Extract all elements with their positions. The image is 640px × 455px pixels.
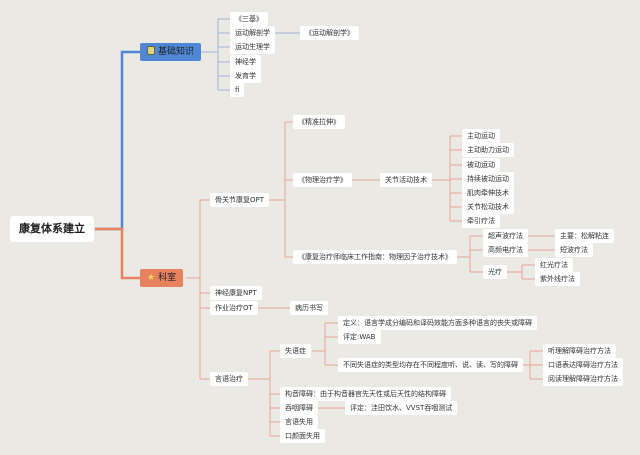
speech-item[interactable]: 言语失用 xyxy=(280,415,318,429)
basic-item[interactable]: 运动生理学 xyxy=(230,40,275,54)
physical-item[interactable]: 高频电疗法 xyxy=(483,243,528,257)
aphasia-node[interactable]: 失语症 xyxy=(280,344,311,358)
department-node[interactable]: ★科室 xyxy=(140,269,184,287)
book-node[interactable]: 《物理治疗学》 xyxy=(293,173,352,187)
shortwave-node[interactable]: 短波疗法 xyxy=(555,243,593,257)
aphasia-item[interactable]: 评定:WAB xyxy=(338,330,381,344)
joint-item[interactable]: 关节松动技术 xyxy=(462,200,514,214)
basic-item[interactable]: 运动解剖学 xyxy=(230,26,275,40)
aphasia-item[interactable]: 定义：语言学成分编码和译码效能方面多种语言的丧失或障碍 xyxy=(338,316,537,330)
swallow-assessment[interactable]: 评定：洼田饮水、VVST吞咽测试 xyxy=(345,401,458,415)
basic-item[interactable]: 《三基》 xyxy=(230,12,268,26)
star-icon: ★ xyxy=(147,273,156,283)
physical-item[interactable]: 光疗 xyxy=(483,265,507,279)
record-writing-node[interactable]: 病历书写 xyxy=(290,301,328,315)
basic-label: 基础知识 xyxy=(158,47,195,57)
opt-node[interactable]: 骨关节康复OPT xyxy=(210,193,270,207)
speech-node[interactable]: 言语治疗 xyxy=(210,372,248,386)
notebook-icon xyxy=(147,46,155,55)
speech-item[interactable]: 口颜面失用 xyxy=(280,429,325,443)
ultrasound-note[interactable]: 主要：松解粘连 xyxy=(555,229,614,243)
basic-knowledge-node[interactable]: 基础知识 xyxy=(140,43,202,61)
root-node[interactable]: 康复体系建立 xyxy=(10,216,94,242)
ot-node[interactable]: 作业治疗OT xyxy=(210,301,258,315)
book-node[interactable]: 《康复治疗师临床工作指南：物理因子治疗技术》 xyxy=(293,250,457,264)
light-item[interactable]: 紫外线疗法 xyxy=(535,272,580,286)
npt-node[interactable]: 神经康复NPT xyxy=(210,286,262,300)
joint-item[interactable]: 被动运动 xyxy=(462,158,500,172)
book-node[interactable]: 《精准拉伸》 xyxy=(293,115,345,129)
light-item[interactable]: 红光疗法 xyxy=(535,258,573,272)
method-item[interactable]: 听理解障碍治疗方法 xyxy=(543,344,616,358)
joint-item[interactable]: 持续被动运动 xyxy=(462,172,514,186)
speech-item[interactable]: 吞咽障碍 xyxy=(280,401,318,415)
joint-item[interactable]: 牵引疗法 xyxy=(462,214,500,228)
basic-item[interactable]: fi xyxy=(230,83,245,97)
speech-item[interactable]: 构音障碍：由于构音器官先天性或后天性的结构障碍 xyxy=(280,387,451,401)
basic-item[interactable]: 神经学 xyxy=(230,55,261,69)
joint-item[interactable]: 肌肉牵伸技术 xyxy=(462,186,514,200)
aphasia-item[interactable]: 不同失语症的类型均存在不同程度听、说、读、写的障碍 xyxy=(338,358,523,372)
dept-label: 科室 xyxy=(158,273,177,283)
method-item[interactable]: 口语表达障碍治疗方法 xyxy=(543,358,623,372)
basic-item[interactable]: 发育学 xyxy=(230,69,261,83)
joint-item[interactable]: 主动助力运动 xyxy=(462,143,514,157)
anatomy-book[interactable]: 《运动解剖学》 xyxy=(300,26,359,40)
joint-item[interactable]: 主动运动 xyxy=(462,129,500,143)
physical-item[interactable]: 超声波疗法 xyxy=(483,229,528,243)
method-item[interactable]: 阅读理解障碍治疗方法 xyxy=(543,372,623,386)
joint-technique-node[interactable]: 关节活动技术 xyxy=(380,173,432,187)
